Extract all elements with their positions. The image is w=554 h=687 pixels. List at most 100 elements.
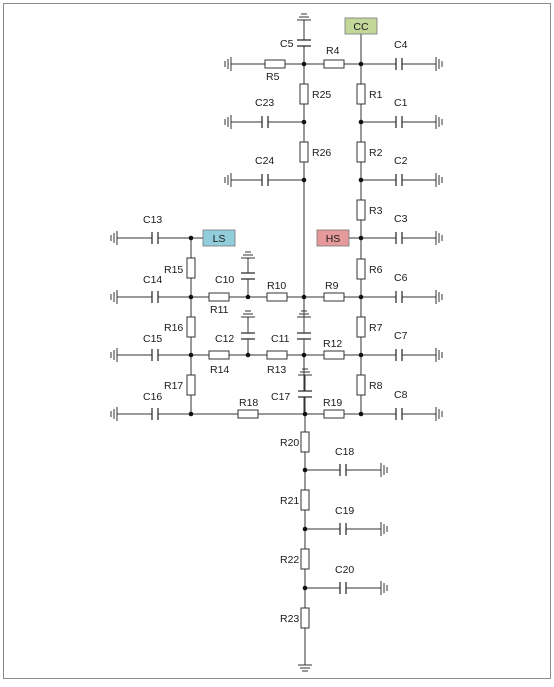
label-c11: C11 (271, 333, 290, 345)
label-r15: R15 (164, 264, 183, 276)
resistor-r6[interactable] (356, 258, 366, 280)
label-r6: R6 (369, 264, 383, 276)
resistor-r12[interactable] (323, 350, 345, 360)
junction-dot (302, 585, 308, 591)
junction-dot (188, 352, 194, 358)
label-c3: C3 (394, 213, 408, 225)
label-c20: C20 (335, 564, 354, 576)
resistor-r3[interactable] (356, 199, 366, 221)
label-r21: R21 (280, 495, 299, 507)
junction-dot (302, 526, 308, 532)
port-cc-label: CC (353, 21, 369, 33)
label-r14: R14 (210, 364, 229, 376)
label-c12: C12 (215, 333, 234, 345)
label-c10: C10 (215, 274, 234, 286)
resistor-r13[interactable] (266, 350, 288, 360)
resistor-r25[interactable] (299, 83, 309, 105)
port-ls-box[interactable] (202, 229, 236, 247)
label-c14: C14 (143, 274, 162, 286)
resistor-r10[interactable] (266, 292, 288, 302)
junction-dot (358, 411, 364, 417)
label-r25: R25 (312, 89, 331, 101)
junction-dot (188, 235, 194, 241)
resistor-r5[interactable] (264, 59, 286, 69)
resistor-r26[interactable] (299, 141, 309, 163)
label-r9: R9 (325, 280, 339, 292)
label-r12: R12 (323, 338, 342, 350)
label-r26: R26 (312, 147, 331, 159)
label-c17: C17 (271, 391, 290, 403)
port-hs[interactable]: HS (316, 229, 350, 247)
junction-dot (302, 467, 308, 473)
junction-dot (188, 294, 194, 300)
label-c13: C13 (143, 214, 162, 226)
label-r5: R5 (266, 71, 280, 83)
port-cc[interactable]: CC (344, 17, 378, 35)
label-r13: R13 (267, 364, 286, 376)
label-c16: C16 (143, 391, 162, 403)
resistor-r1[interactable] (356, 83, 366, 105)
resistor-r9[interactable] (323, 292, 345, 302)
resistor-r21[interactable] (300, 489, 310, 511)
junction-dot (358, 235, 364, 241)
junction-dot (245, 294, 251, 300)
junction-dot (301, 119, 307, 125)
junction-dot (302, 411, 308, 417)
label-c7: C7 (394, 330, 408, 342)
resistor-r15[interactable] (186, 257, 196, 279)
port-ls-label: LS (213, 233, 226, 245)
resistor-r4[interactable] (323, 59, 345, 69)
label-c24: C24 (255, 155, 274, 167)
junction-dot (301, 177, 307, 183)
junction-dot (358, 352, 364, 358)
label-c23: C23 (255, 97, 274, 109)
label-r20: R20 (280, 437, 299, 449)
junction-dot (188, 411, 194, 417)
label-c2: C2 (394, 155, 408, 167)
label-r10: R10 (267, 280, 286, 292)
junction-dot (301, 294, 307, 300)
port-cc-box[interactable] (344, 17, 378, 35)
label-r17: R17 (164, 380, 183, 392)
label-r16: R16 (164, 322, 183, 334)
resistor-r20[interactable] (300, 431, 310, 453)
label-c5: C5 (280, 38, 294, 50)
label-c4: C4 (394, 39, 408, 51)
resistor-r18[interactable] (237, 409, 259, 419)
port-hs-box[interactable] (316, 229, 350, 247)
port-hs-label: HS (326, 233, 341, 245)
resistor-r11[interactable] (208, 292, 230, 302)
resistor-r22[interactable] (300, 548, 310, 570)
label-c19: C19 (335, 505, 354, 517)
resistor-r8[interactable] (356, 374, 366, 396)
resistor-r17[interactable] (186, 374, 196, 396)
junction-dot (358, 177, 364, 183)
resistor-r2[interactable] (356, 141, 366, 163)
label-r3: R3 (369, 205, 383, 217)
junction-dot (301, 61, 307, 67)
junction-dot (245, 352, 251, 358)
label-r18: R18 (239, 397, 258, 409)
label-r1: R1 (369, 89, 383, 101)
junction-dot (358, 119, 364, 125)
junction-dot (301, 352, 307, 358)
label-r19: R19 (323, 397, 342, 409)
resistor-r7[interactable] (356, 316, 366, 338)
port-ls[interactable]: LS (202, 229, 236, 247)
label-c6: C6 (394, 272, 408, 284)
label-r2: R2 (369, 147, 383, 159)
label-c18: C18 (335, 446, 354, 458)
resistor-r16[interactable] (186, 316, 196, 338)
resistor-r19[interactable] (323, 409, 345, 419)
label-c8: C8 (394, 389, 408, 401)
label-r11: R11 (210, 304, 229, 316)
label-c1: C1 (394, 97, 408, 109)
junction-dot (358, 294, 364, 300)
label-r23: R23 (280, 613, 299, 625)
label-r8: R8 (369, 380, 383, 392)
resistor-r14[interactable] (208, 350, 230, 360)
label-r22: R22 (280, 554, 299, 566)
resistor-r23[interactable] (300, 607, 310, 629)
